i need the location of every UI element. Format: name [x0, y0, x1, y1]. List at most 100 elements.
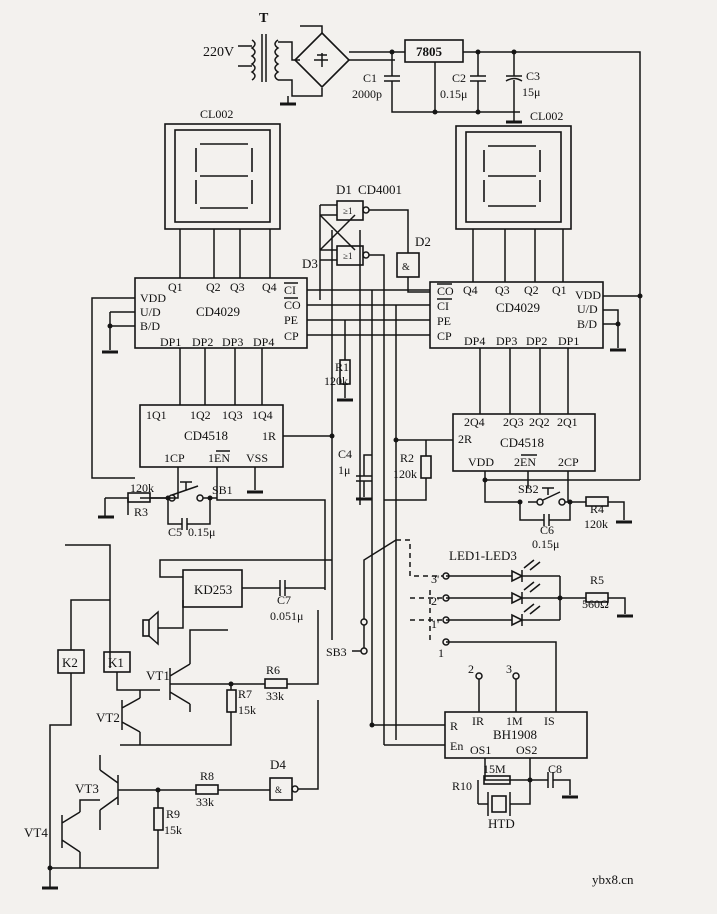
- svg-text:K1: K1: [108, 655, 124, 670]
- svg-text:DP4: DP4: [464, 334, 485, 348]
- decoder-right: 2Q4 2Q3 2Q2 2Q1 2R CD4518 VDD 2EN 2CP: [396, 413, 640, 502]
- svg-text:DP2: DP2: [192, 335, 213, 349]
- nor-gates: D1 CD4001 D3 D2 ≥1 ≥1 &: [302, 182, 431, 350]
- switch-sb2[interactable]: [536, 498, 544, 506]
- svg-text:R8: R8: [200, 769, 214, 783]
- svg-text:VT1: VT1: [146, 668, 170, 683]
- sound-group: KD253 C7 0.051μ: [65, 544, 332, 668]
- display-right: CL002: [455, 109, 572, 282]
- gate-d2-label: D2: [415, 234, 431, 249]
- svg-text:2Q1: 2Q1: [557, 415, 578, 429]
- svg-text:VSS: VSS: [246, 451, 268, 465]
- counter-right-chip: [429, 281, 604, 349]
- c2-ref: C2: [452, 71, 466, 85]
- svg-text:&: &: [402, 262, 410, 273]
- svg-text:C8: C8: [548, 762, 562, 776]
- svg-text:&: &: [275, 785, 282, 795]
- svg-text:PE: PE: [284, 313, 298, 327]
- decoder-left-name: CD4518: [184, 428, 228, 443]
- svg-text:1M: 1M: [506, 714, 523, 728]
- resistor-r8: [195, 784, 219, 795]
- svg-text:VDD: VDD: [468, 455, 494, 469]
- svg-text:2EN: 2EN: [514, 455, 536, 469]
- svg-text:15M: 15M: [483, 762, 506, 776]
- svg-text:120k: 120k: [393, 467, 417, 481]
- counter-right: Q4 Q3 Q2 Q1 CO CI PE CP CD4029 VDD U/D B…: [429, 281, 640, 414]
- c4-r2: C4 1μ R2 120k: [338, 440, 432, 501]
- switch-sb2-group: SB2 R4 120k C6 0.15μ: [484, 480, 632, 551]
- svg-text:2Q2: 2Q2: [529, 415, 550, 429]
- svg-text:≥1: ≥1: [343, 251, 352, 261]
- svg-text:C6: C6: [540, 523, 554, 537]
- resistor-r9: [153, 807, 164, 831]
- svg-text:VT4: VT4: [24, 825, 48, 840]
- gate-part-label: CD4001: [358, 182, 402, 197]
- switch-sb3[interactable]: [360, 647, 368, 655]
- power-supply: T 220V 7805 C1 2000p C2 0.15μ C3 15μ: [203, 11, 641, 480]
- timer-chip-bh1908: [444, 711, 588, 759]
- svg-text:Q4: Q4: [463, 283, 478, 297]
- svg-text:2R: 2R: [458, 432, 472, 446]
- svg-text:33k: 33k: [196, 795, 214, 809]
- display-left-label: CL002: [200, 107, 233, 121]
- switch-sb3-group: SB3: [326, 539, 397, 659]
- svg-text:1Q4: 1Q4: [252, 408, 273, 422]
- c2-value: 0.15μ: [440, 87, 467, 101]
- svg-text:1R: 1R: [262, 429, 276, 443]
- c3-value: 15μ: [522, 85, 540, 99]
- resistor-r6: [264, 678, 288, 689]
- svg-text:15k: 15k: [164, 823, 182, 837]
- svg-text:DP3: DP3: [222, 335, 243, 349]
- svg-text:2Q3: 2Q3: [503, 415, 524, 429]
- svg-text:VDD: VDD: [140, 291, 166, 305]
- display-right-label: CL002: [530, 109, 563, 123]
- svg-text:B/D: B/D: [140, 319, 160, 333]
- svg-text:R1: R1: [335, 360, 349, 374]
- svg-text:CI: CI: [437, 299, 449, 313]
- gate-d1-label: D1: [336, 182, 352, 197]
- mains-voltage-label: 220V: [203, 45, 234, 60]
- c1-value: 2000p: [352, 87, 382, 101]
- svg-text:Q4: Q4: [262, 280, 277, 294]
- svg-text:IS: IS: [544, 714, 555, 728]
- svg-text:1μ: 1μ: [338, 463, 350, 477]
- svg-text:R5: R5: [590, 573, 604, 587]
- svg-text:15k: 15k: [238, 703, 256, 717]
- svg-text:VDD: VDD: [575, 288, 601, 302]
- svg-text:CO: CO: [284, 298, 301, 312]
- svg-text:IR: IR: [472, 714, 484, 728]
- led-3: [511, 569, 524, 583]
- svg-text:0.15μ: 0.15μ: [188, 525, 215, 539]
- led-1: [511, 613, 524, 627]
- svg-text:120k: 120k: [324, 374, 348, 388]
- svg-text:DP4: DP4: [253, 335, 274, 349]
- resistor-r7: [226, 689, 237, 713]
- svg-text:R10: R10: [452, 779, 472, 793]
- svg-text:R9: R9: [166, 807, 180, 821]
- svg-text:1Q3: 1Q3: [222, 408, 243, 422]
- svg-text:Q3: Q3: [495, 283, 510, 297]
- crystal-label: HTD: [488, 816, 515, 831]
- svg-text:Q3: Q3: [230, 280, 245, 294]
- svg-text:2': 2': [431, 594, 439, 608]
- resistor-r5: [585, 592, 609, 603]
- svg-text:DP1: DP1: [160, 335, 181, 349]
- svg-text:1Q1: 1Q1: [146, 408, 167, 422]
- svg-text:B/D: B/D: [577, 317, 597, 331]
- svg-text:1': 1': [431, 617, 439, 631]
- resistor-r2: [420, 455, 432, 479]
- svg-text:PE: PE: [437, 314, 451, 328]
- svg-text:Q2: Q2: [206, 280, 221, 294]
- led-group: LED1-LED3 3' 2' 1' R5 560Ω 1 2 3: [396, 539, 633, 712]
- svg-text:U/D: U/D: [577, 302, 598, 316]
- svg-text:120k: 120k: [584, 517, 608, 531]
- svg-text:0.051μ: 0.051μ: [270, 609, 303, 623]
- svg-text:1Q2: 1Q2: [190, 408, 211, 422]
- counter-left-chip: [134, 277, 308, 349]
- led-label: LED1-LED3: [449, 548, 517, 563]
- svg-text:C5: C5: [168, 525, 182, 539]
- svg-text:3: 3: [506, 662, 512, 676]
- svg-text:33k: 33k: [266, 689, 284, 703]
- svg-text:2CP: 2CP: [558, 455, 579, 469]
- decoder-right-chip: [452, 413, 596, 472]
